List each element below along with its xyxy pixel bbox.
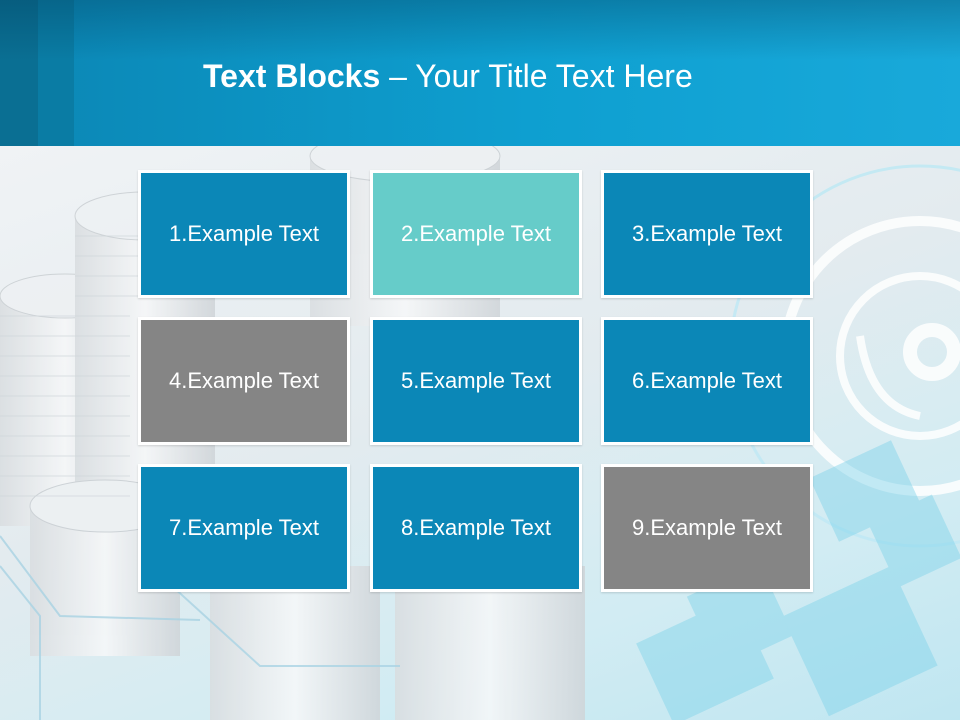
text-block-label: 1.Example Text bbox=[168, 221, 319, 246]
slide-title[interactable]: Text Blocks – Your Title Text Here bbox=[203, 56, 693, 96]
title-rest: Your Title Text Here bbox=[415, 58, 693, 94]
text-block-1[interactable]: 1.Example Text bbox=[138, 170, 350, 298]
text-block-label: 9.Example Text bbox=[631, 515, 782, 540]
text-block-6[interactable]: 6.Example Text bbox=[601, 317, 813, 445]
title-dash: – bbox=[380, 58, 416, 94]
header-accent-strip bbox=[0, 0, 38, 146]
text-block-label: 7.Example Text bbox=[168, 515, 319, 540]
header-band bbox=[0, 0, 960, 146]
title-bold-part: Text Blocks bbox=[203, 58, 381, 94]
text-block-label: 4.Example Text bbox=[168, 368, 319, 393]
text-block-8[interactable]: 8.Example Text bbox=[370, 464, 582, 592]
text-block-9[interactable]: 9.Example Text bbox=[601, 464, 813, 592]
text-block-4[interactable]: 4.Example Text bbox=[138, 317, 350, 445]
text-block-label: 5.Example Text bbox=[400, 368, 551, 393]
header-accent-strip bbox=[38, 0, 74, 146]
text-block-label: 2.Example Text bbox=[400, 221, 551, 246]
text-block-label: 3.Example Text bbox=[631, 221, 782, 246]
text-block-3[interactable]: 3.Example Text bbox=[601, 170, 813, 298]
text-block-7[interactable]: 7.Example Text bbox=[138, 464, 350, 592]
text-block-2[interactable]: 2.Example Text bbox=[370, 170, 582, 298]
header-sheen bbox=[0, 0, 960, 60]
text-block-5[interactable]: 5.Example Text bbox=[370, 317, 582, 445]
text-block-label: 8.Example Text bbox=[400, 515, 551, 540]
text-block-label: 6.Example Text bbox=[631, 368, 782, 393]
